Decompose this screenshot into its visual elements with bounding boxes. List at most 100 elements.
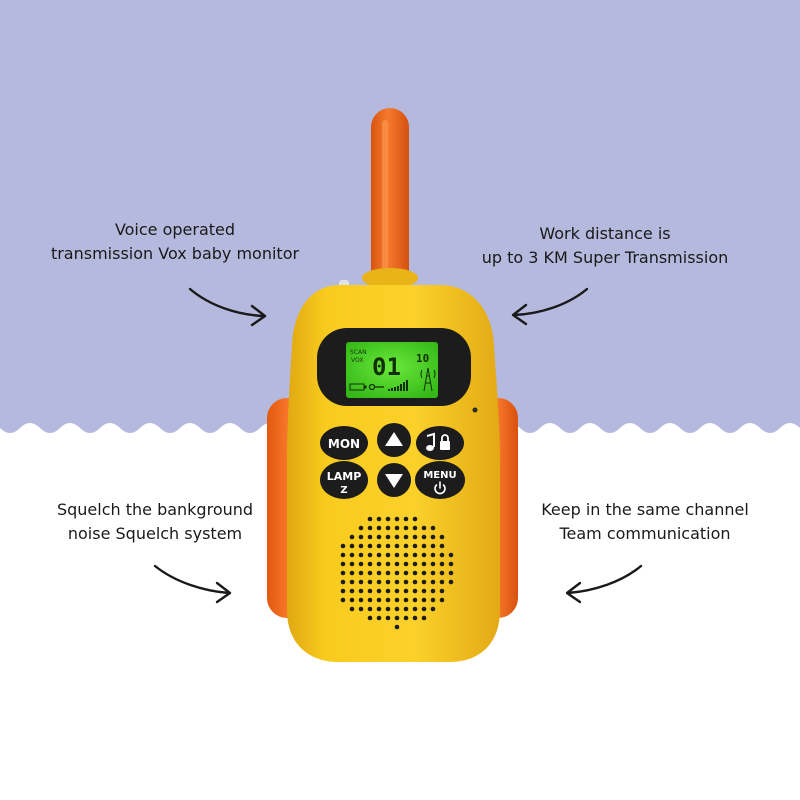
speaker-hole xyxy=(430,597,436,603)
speaker-hole xyxy=(340,588,346,594)
speaker-hole xyxy=(358,534,364,540)
speaker-hole xyxy=(412,579,418,585)
speaker-hole xyxy=(376,525,382,531)
speaker-hole xyxy=(421,552,427,558)
speaker-hole xyxy=(349,588,355,594)
speaker-hole xyxy=(367,534,373,540)
mon-button[interactable] xyxy=(320,426,368,460)
speaker-hole xyxy=(430,579,436,585)
speaker-hole xyxy=(394,588,400,594)
speaker-hole xyxy=(430,606,436,612)
speaker-hole xyxy=(448,552,454,558)
speaker-hole xyxy=(385,570,391,576)
speaker-hole xyxy=(394,615,400,621)
speaker-hole xyxy=(358,570,364,576)
speaker-hole xyxy=(430,552,436,558)
speaker-hole xyxy=(376,543,382,549)
mon-button-label: MON xyxy=(328,437,360,451)
speaker-hole xyxy=(439,579,445,585)
speaker-hole xyxy=(412,516,418,522)
lamp-button[interactable] xyxy=(320,461,368,499)
speaker-hole xyxy=(403,570,409,576)
signal-bars-icon xyxy=(388,380,408,391)
speaker-hole xyxy=(394,624,400,630)
speaker-hole xyxy=(340,543,346,549)
speaker-hole xyxy=(367,570,373,576)
speaker-hole xyxy=(376,606,382,612)
speaker-hole xyxy=(439,561,445,567)
speaker-hole xyxy=(376,615,382,621)
speaker-hole xyxy=(394,606,400,612)
lcd-screen xyxy=(346,342,438,398)
power-icon xyxy=(434,481,446,495)
feature-squelch: Squelch the bankground noise Squelch sys… xyxy=(0,498,310,546)
speaker-hole xyxy=(349,570,355,576)
menu-button[interactable] xyxy=(415,461,465,499)
speaker-hole xyxy=(394,534,400,540)
lcd-channel-digits: 01 xyxy=(372,353,401,381)
speaker-hole xyxy=(403,543,409,549)
speaker-hole xyxy=(421,615,427,621)
speaker-hole xyxy=(412,561,418,567)
speaker-hole xyxy=(385,597,391,603)
speaker-hole xyxy=(421,597,427,603)
feature-vox: Voice operated transmission Vox baby mon… xyxy=(0,218,350,266)
speaker-hole xyxy=(340,570,346,576)
feature-channel-line2: Team communication xyxy=(559,524,731,543)
speaker-hole xyxy=(358,525,364,531)
speaker-hole xyxy=(367,516,373,522)
speaker-hole xyxy=(394,552,400,558)
speaker-hole xyxy=(367,552,373,558)
antenna-tower-icon xyxy=(420,367,436,392)
triangle-up-icon xyxy=(385,432,403,446)
speaker-hole xyxy=(385,615,391,621)
speaker-hole xyxy=(376,516,382,522)
speaker-hole xyxy=(394,525,400,531)
speaker-hole xyxy=(340,597,346,603)
speaker-hole xyxy=(358,561,364,567)
speaker-hole xyxy=(367,525,373,531)
speaker-hole xyxy=(421,543,427,549)
speaker-hole xyxy=(430,543,436,549)
speaker-hole xyxy=(358,588,364,594)
speaker-hole xyxy=(403,597,409,603)
speaker-hole xyxy=(403,579,409,585)
speaker-hole xyxy=(376,552,382,558)
feature-vox-line2: transmission Vox baby monitor xyxy=(50,244,300,263)
speaker-hole xyxy=(367,597,373,603)
speaker-hole xyxy=(358,579,364,585)
key-icon xyxy=(368,383,384,391)
speaker-hole xyxy=(385,516,391,522)
speaker-hole xyxy=(403,588,409,594)
speaker-hole xyxy=(385,543,391,549)
speaker-hole xyxy=(403,561,409,567)
speaker-hole xyxy=(403,606,409,612)
speaker-hole xyxy=(349,561,355,567)
speaker-hole xyxy=(367,543,373,549)
speaker-hole xyxy=(412,525,418,531)
speaker-hole xyxy=(376,597,382,603)
speaker-hole xyxy=(421,579,427,585)
speaker-hole xyxy=(448,561,454,567)
speaker-hole xyxy=(349,543,355,549)
speaker-hole xyxy=(421,588,427,594)
speaker-hole xyxy=(376,579,382,585)
battery-icon xyxy=(349,383,367,391)
feature-squelch-line1: Squelch the bankground xyxy=(56,500,254,519)
speaker-hole xyxy=(385,561,391,567)
speaker-hole xyxy=(376,534,382,540)
speaker-hole xyxy=(448,570,454,576)
speaker-hole xyxy=(412,534,418,540)
speaker-hole xyxy=(421,561,427,567)
feature-distance-line2: up to 3 KM Super Transmission xyxy=(481,248,729,267)
speaker-hole xyxy=(439,534,445,540)
speaker-hole xyxy=(412,570,418,576)
speaker-hole xyxy=(412,606,418,612)
speaker-hole xyxy=(394,543,400,549)
speaker-hole xyxy=(439,588,445,594)
speaker-hole xyxy=(385,552,391,558)
speaker-hole xyxy=(403,525,409,531)
speaker-hole xyxy=(349,597,355,603)
speaker-hole xyxy=(358,606,364,612)
